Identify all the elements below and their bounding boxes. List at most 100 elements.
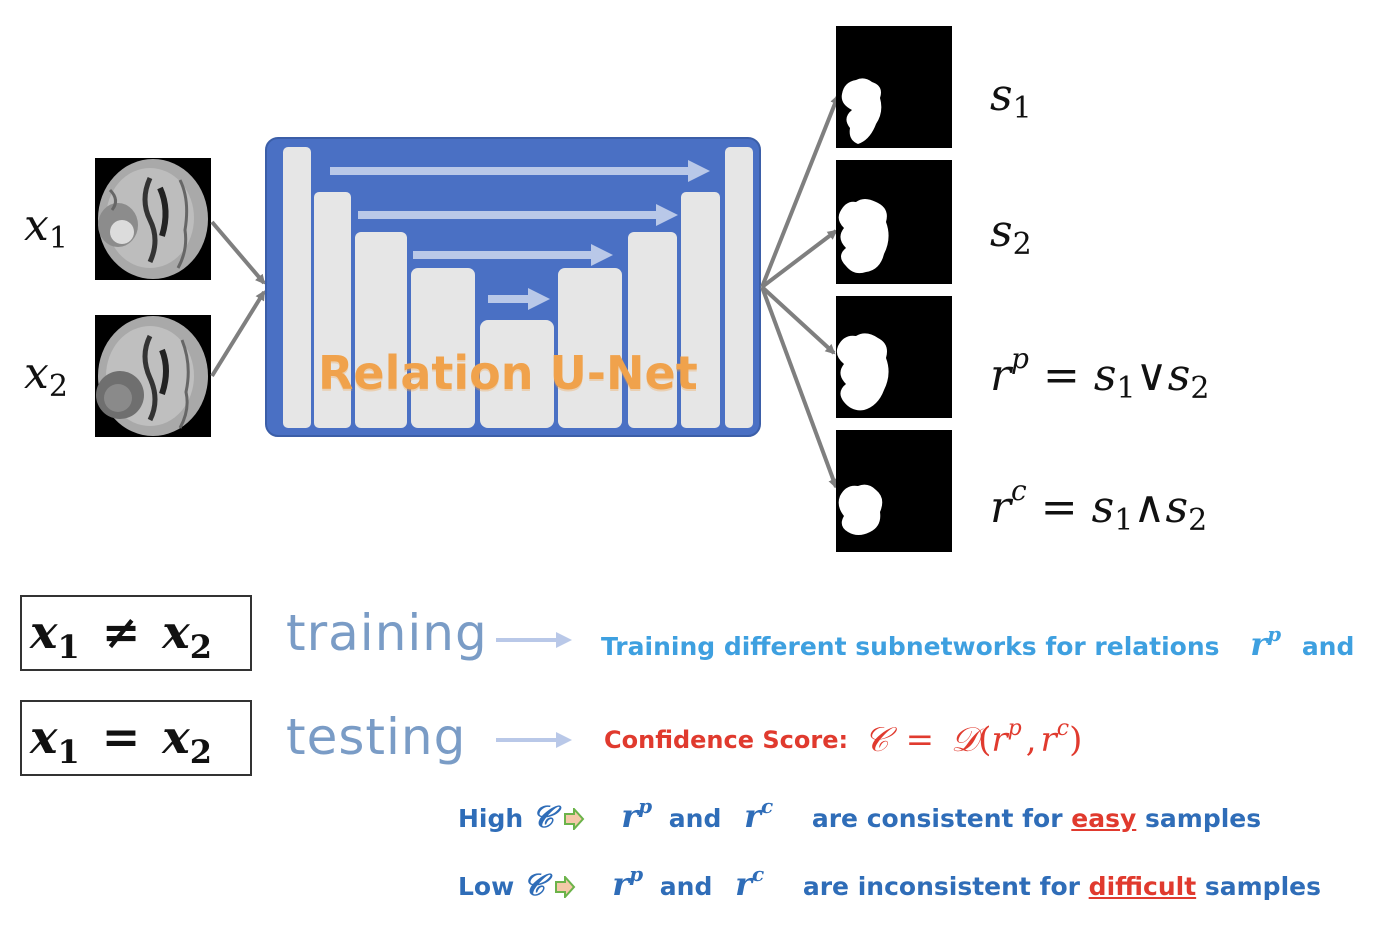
confidence-score-formula: 𝒞 = 𝒟(rp,rc) [864,716,1082,760]
testing-arrow [496,732,572,748]
unet-bar-enc-1 [283,147,311,428]
rp-base: r [990,350,1012,401]
train-cond-b: x [162,605,190,659]
unet-bar-enc-3 [355,232,407,428]
note-high-pre: are consistent for [811,804,1063,833]
note-high-r2: rc [744,794,774,835]
s1-sub: 1 [1012,91,1032,126]
s1-base: s [990,70,1013,121]
rc-asub: 1 [1114,503,1134,538]
mask-image-rc [836,430,952,552]
train-cond-asub: 1 [57,628,80,666]
skip-connections [330,160,710,310]
unet-bar-dec-2 [681,192,720,428]
score-C: 𝒞 [864,720,889,760]
unet-layers [283,147,753,428]
score-close: ) [1069,720,1083,760]
training-arrow [496,632,572,648]
note-high-key: easy [1071,804,1137,833]
network-title: Relation U-Net [318,346,698,400]
brain-mri-image-2 [95,315,211,437]
x1-sub: 1 [48,221,68,256]
unet-bar-dec-3 [628,232,677,428]
rp-op: ∨ [1135,350,1168,401]
score-D: 𝒟 [950,720,979,760]
rp-asub: 1 [1116,371,1136,406]
rp-sup: p [1011,342,1029,375]
s2-sub: 2 [1012,227,1032,262]
unet-bar-dec-4 [558,268,622,428]
rp-b: s [1167,350,1191,401]
training-condition-box [20,595,252,671]
training-r1-base: r [1250,625,1268,663]
testing-label: testing [286,708,467,766]
output-label-rp: rp=s1∨s2 [990,342,1209,406]
diagram-svg [95,26,952,552]
brain-mri-image-1 [95,158,211,280]
mask-image-s2 [836,160,952,284]
mask-image-s1 [836,26,952,148]
train-cond-bsub: 2 [189,628,212,666]
input-label-x1: x1 [24,200,68,256]
x2-sub: 2 [48,369,68,404]
note-high-r2-base: r [744,797,761,835]
test-cond-op: = [101,710,141,764]
training-desc-text: Training different subnetworks for relat… [601,632,1220,661]
note-low-and: and [659,872,713,901]
output-arrow-s1 [760,94,840,288]
note-low-pre: are inconsistent for [802,872,1080,901]
note-high-level: High [458,804,524,833]
train-cond-a: x [30,605,58,659]
test-cond-asub: 1 [57,733,80,771]
output-arrows [760,94,840,489]
output-arrow-rp [760,285,836,355]
training-label: training [286,604,488,662]
rc-base: r [990,482,1012,533]
output-arrow-s2 [760,229,838,289]
unet-bar-bottleneck [480,320,554,428]
input-arrow-1 [210,220,266,285]
rc-bsub: 2 [1188,503,1208,538]
rc-eq: = [1040,482,1078,533]
score-r2: r [1040,720,1057,760]
confidence-score-label: Confidence Score: [604,726,849,754]
note-low-level: Low [458,872,515,901]
training-r1-sup: p [1267,622,1282,646]
unet-bar-enc-2 [314,192,351,428]
score-r1: r [991,720,1008,760]
note-low-key: difficult [1088,872,1197,901]
training-r1: rp [1250,622,1282,663]
note-low: Low 𝒞 rp and rc are inconsistent for dif… [458,862,1358,906]
note-high-r1-base: r [621,797,639,835]
output-label-s2: s2 [990,206,1032,262]
note-low-arrow-icon [554,874,575,900]
testing-condition: x1 = x2 [30,710,212,771]
rc-op: ∧ [1133,482,1166,533]
test-cond-bsub: 2 [189,733,212,771]
note-high-C: 𝒞 [531,800,554,835]
training-and: and [1301,632,1355,661]
x1-base: x [24,200,49,251]
note-low-r1: rp [612,862,644,903]
note-low-r1-sup: p [629,862,644,886]
rc-a: s [1091,482,1115,533]
rp-eq: = [1042,350,1080,401]
test-cond-b: x [162,710,190,764]
note-low-r2: rc [735,862,765,903]
note-high-r2-sup: c [760,794,774,818]
note-high-post: samples [1145,804,1262,833]
score-r1sup: p [1007,716,1022,741]
x2-base: x [24,348,49,399]
note-low-r2-sup: c [751,862,765,886]
testing-condition-box [20,700,252,776]
rc-sup: c [1011,474,1027,507]
score-r2sup: c [1056,716,1070,741]
rc-b: s [1165,482,1189,533]
output-arrow-rc [760,286,838,489]
s2-base: s [990,206,1013,257]
input-label-x2: x2 [24,348,68,404]
mask-image-rp [836,296,952,418]
train-cond-op: ≠ [101,605,141,659]
rp-bsub: 2 [1190,371,1210,406]
training-condition: x1 ≠ x2 [30,605,212,666]
